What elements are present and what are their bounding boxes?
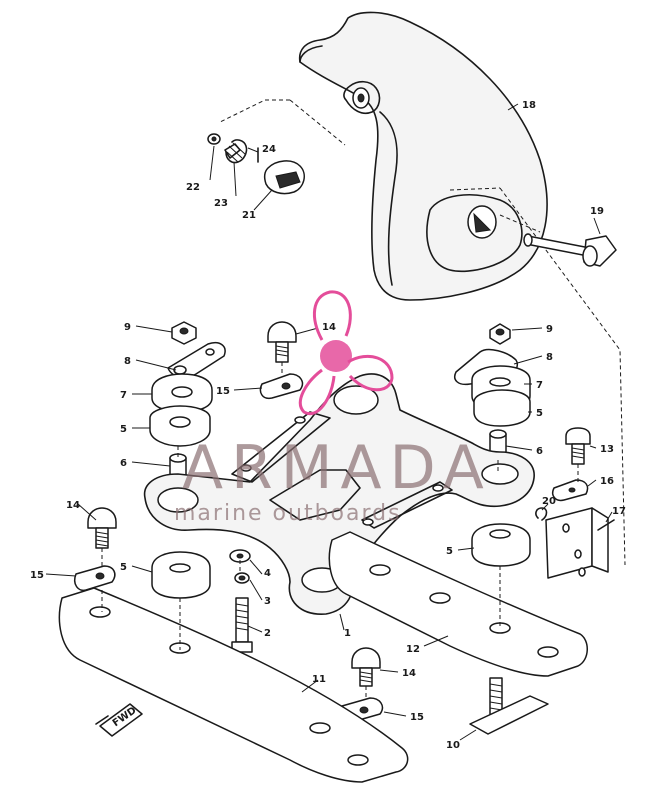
callout-2: 2 bbox=[264, 628, 271, 639]
callout-3: 3 bbox=[264, 596, 271, 607]
callout-21: 21 bbox=[242, 210, 256, 221]
washers-3-4 bbox=[229, 549, 251, 584]
watermark-tagline: marine outboards bbox=[174, 501, 402, 526]
callout-13: 13 bbox=[600, 444, 614, 455]
bolt-13 bbox=[565, 427, 591, 465]
callout-19: 19 bbox=[590, 206, 604, 217]
propeller-logo bbox=[298, 290, 394, 416]
assembly-guides bbox=[101, 362, 579, 700]
callout-1: 1 bbox=[344, 628, 351, 639]
bracket-17 bbox=[545, 507, 615, 579]
bolt-14-top bbox=[267, 321, 297, 363]
bolt-14-left bbox=[87, 507, 117, 549]
stud-10 bbox=[469, 677, 549, 735]
lock-plate-15-left bbox=[74, 565, 116, 592]
link-bar-19 bbox=[523, 233, 617, 267]
lock-plate-16 bbox=[552, 479, 589, 502]
callout-14-top: 14 bbox=[322, 322, 336, 333]
base-plate-12 bbox=[328, 531, 588, 677]
callout-17: 17 bbox=[612, 506, 626, 517]
callout-15-left: 15 bbox=[30, 570, 44, 581]
callout-12: 12 bbox=[406, 644, 420, 655]
callout-labels: 18 19 24 22 23 21 9 8 7 5 6 14 15 5 15 1… bbox=[30, 100, 626, 751]
armada-watermark: ARMADA marine outboards bbox=[174, 290, 492, 526]
logo-blade-top bbox=[312, 290, 352, 341]
watermark-brand: ARMADA bbox=[182, 433, 492, 503]
callout-5-upper-right: 5 bbox=[536, 408, 543, 419]
logo-blade-right bbox=[347, 354, 394, 392]
callout-6-left: 6 bbox=[120, 458, 127, 469]
upper-left-mount bbox=[149, 321, 226, 488]
callout-9-right: 9 bbox=[546, 324, 553, 335]
callout-22: 22 bbox=[186, 182, 200, 193]
upper-right-mount bbox=[454, 323, 531, 466]
main-bracket-1 bbox=[143, 373, 535, 615]
filler-cap-assembly bbox=[207, 133, 305, 195]
callout-7-left: 7 bbox=[120, 390, 127, 401]
logo-blade-left bbox=[298, 368, 336, 416]
callout-15-bottom: 15 bbox=[410, 712, 424, 723]
callout-23: 23 bbox=[214, 198, 228, 209]
base-plate-11 bbox=[58, 587, 409, 783]
callout-24: 24 bbox=[262, 144, 276, 155]
front-direction-marker: FWD bbox=[95, 703, 143, 737]
callout-8-right: 8 bbox=[546, 352, 553, 363]
callout-15-top: 15 bbox=[216, 386, 230, 397]
fuel-tank bbox=[219, 11, 626, 566]
bolt-14-bottom bbox=[351, 647, 381, 687]
callout-8-left: 8 bbox=[124, 356, 131, 367]
clip-20 bbox=[535, 507, 548, 521]
callout-16: 16 bbox=[600, 476, 614, 487]
callout-14-left: 14 bbox=[66, 500, 80, 511]
callout-5-lower-left: 5 bbox=[120, 562, 127, 573]
bolt-2 bbox=[231, 597, 253, 653]
callout-5-lower-right: 5 bbox=[446, 546, 453, 557]
callout-18: 18 bbox=[522, 100, 536, 111]
callout-10: 10 bbox=[446, 740, 460, 751]
lock-plate-15-top bbox=[259, 373, 304, 400]
callout-5-upper-left: 5 bbox=[120, 424, 127, 435]
leader-lines bbox=[45, 103, 613, 741]
callout-9-left: 9 bbox=[124, 322, 131, 333]
lower-left-mount bbox=[151, 551, 211, 599]
callout-7-right: 7 bbox=[536, 380, 543, 391]
logo-hub bbox=[320, 340, 352, 372]
callout-6-right: 6 bbox=[536, 446, 543, 457]
callout-11: 11 bbox=[312, 674, 326, 685]
callout-20: 20 bbox=[542, 496, 556, 507]
callout-4: 4 bbox=[264, 568, 271, 579]
lower-right-mount bbox=[471, 523, 531, 567]
callout-14-bottom: 14 bbox=[402, 668, 416, 679]
